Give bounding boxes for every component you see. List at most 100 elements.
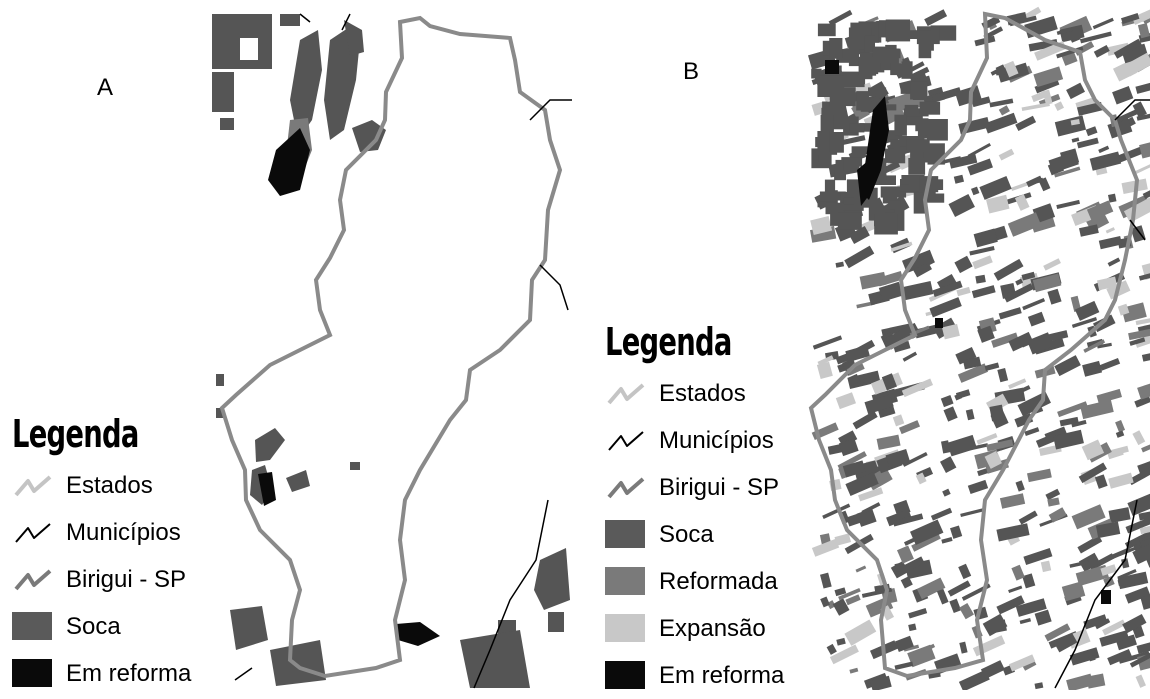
legend-swatch-box bbox=[605, 661, 645, 689]
crop-field bbox=[845, 77, 865, 84]
legend-item: Em reforma bbox=[605, 652, 784, 699]
legend-item-label: Birigui - SP bbox=[659, 474, 779, 502]
crop-field bbox=[890, 139, 899, 148]
crop-field bbox=[1135, 79, 1150, 94]
legend-title-b: Legenda bbox=[605, 318, 734, 370]
crop-field bbox=[949, 194, 975, 217]
crop-field bbox=[947, 435, 977, 457]
crop-field bbox=[999, 307, 1022, 319]
legend-line-path bbox=[16, 477, 50, 495]
crop-field bbox=[868, 87, 886, 96]
crop-field bbox=[941, 537, 952, 544]
crop-field bbox=[895, 661, 914, 670]
crop-field bbox=[1077, 138, 1099, 149]
crop-field bbox=[1109, 507, 1131, 523]
crop-field bbox=[994, 259, 1024, 281]
crop-field bbox=[948, 580, 971, 596]
crop-field bbox=[1079, 224, 1099, 236]
crop-field bbox=[1072, 137, 1080, 142]
crop-field bbox=[972, 255, 993, 269]
legend-swatch-box bbox=[12, 659, 52, 687]
crop-field bbox=[959, 603, 974, 619]
crop-field bbox=[838, 212, 862, 230]
legend-swatch-box bbox=[12, 612, 52, 640]
crop-field bbox=[999, 105, 1010, 115]
crop-field bbox=[818, 24, 836, 37]
legend-line-symbol bbox=[605, 379, 647, 409]
crop-field bbox=[989, 98, 1013, 107]
crop-field bbox=[989, 405, 1004, 422]
legend-swatch bbox=[605, 661, 647, 691]
crop-field bbox=[825, 180, 835, 200]
crop-field bbox=[941, 395, 954, 407]
crop-field bbox=[937, 589, 949, 605]
crop-field bbox=[910, 82, 927, 100]
birigui-boundary-a bbox=[222, 18, 560, 676]
crop-field bbox=[1080, 31, 1112, 43]
crop-field bbox=[999, 149, 1015, 161]
crop-field bbox=[959, 642, 967, 654]
crop-field bbox=[1082, 361, 1102, 377]
crop-field bbox=[852, 146, 869, 154]
crop-field bbox=[1026, 176, 1042, 188]
legend-swatch-box bbox=[605, 520, 645, 548]
crop-field bbox=[820, 573, 832, 589]
crop-field bbox=[908, 623, 916, 631]
crop-field bbox=[856, 565, 867, 572]
legend-item-label: Estados bbox=[66, 472, 153, 500]
crop-field bbox=[942, 489, 950, 497]
crop-field bbox=[897, 545, 914, 563]
crop-field bbox=[969, 246, 994, 255]
crop-field bbox=[1016, 480, 1025, 491]
crop-field bbox=[829, 38, 842, 59]
crop-field bbox=[908, 608, 927, 619]
crop-field bbox=[836, 262, 845, 268]
legend-item: Soca bbox=[12, 603, 191, 650]
crop-field bbox=[940, 456, 956, 473]
legend-swatch bbox=[605, 567, 647, 597]
crop-field bbox=[979, 176, 1011, 200]
crop-field bbox=[1099, 236, 1122, 249]
legend-line-symbol bbox=[12, 565, 54, 595]
panel-letter-b: B bbox=[683, 58, 699, 86]
crop-field bbox=[893, 414, 904, 426]
legend-line-path bbox=[609, 479, 643, 497]
legend-swatch bbox=[12, 612, 54, 642]
crop-field bbox=[818, 155, 828, 162]
legend-line-symbol bbox=[12, 471, 54, 501]
crop-field bbox=[903, 352, 917, 362]
crop-field bbox=[977, 433, 998, 445]
legend-line-path bbox=[16, 571, 50, 589]
crop-field bbox=[950, 525, 962, 538]
legend-item: Birigui - SP bbox=[12, 556, 191, 603]
legend-item-label: Expansão bbox=[659, 615, 766, 643]
legend-item-label: Birigui - SP bbox=[66, 566, 186, 594]
crop-field bbox=[836, 392, 856, 409]
crop-field bbox=[1028, 312, 1045, 327]
crop-field bbox=[1041, 561, 1051, 572]
crop-field bbox=[1008, 378, 1026, 389]
crop-field bbox=[1094, 45, 1110, 58]
crop-field bbox=[1022, 102, 1050, 111]
crop-field bbox=[975, 275, 986, 284]
crop-field bbox=[1137, 383, 1150, 400]
crop-field bbox=[1086, 126, 1098, 136]
crop-field bbox=[966, 409, 975, 420]
legend-line-icon bbox=[12, 518, 54, 548]
crop-field bbox=[997, 368, 1008, 382]
crop-field bbox=[1136, 675, 1146, 688]
crop-field bbox=[829, 10, 853, 26]
crop-field bbox=[827, 644, 837, 655]
crop-field bbox=[1047, 289, 1061, 305]
crop-field bbox=[910, 30, 932, 39]
crop-field bbox=[960, 508, 984, 517]
crop-field bbox=[1008, 585, 1022, 593]
legend-item-label: Municípios bbox=[66, 519, 181, 547]
crop-field bbox=[877, 435, 901, 450]
crop-field bbox=[1108, 194, 1116, 203]
legend-item-label: Soca bbox=[66, 613, 121, 641]
crop-field bbox=[853, 411, 878, 430]
legend-line-icon bbox=[12, 471, 54, 501]
